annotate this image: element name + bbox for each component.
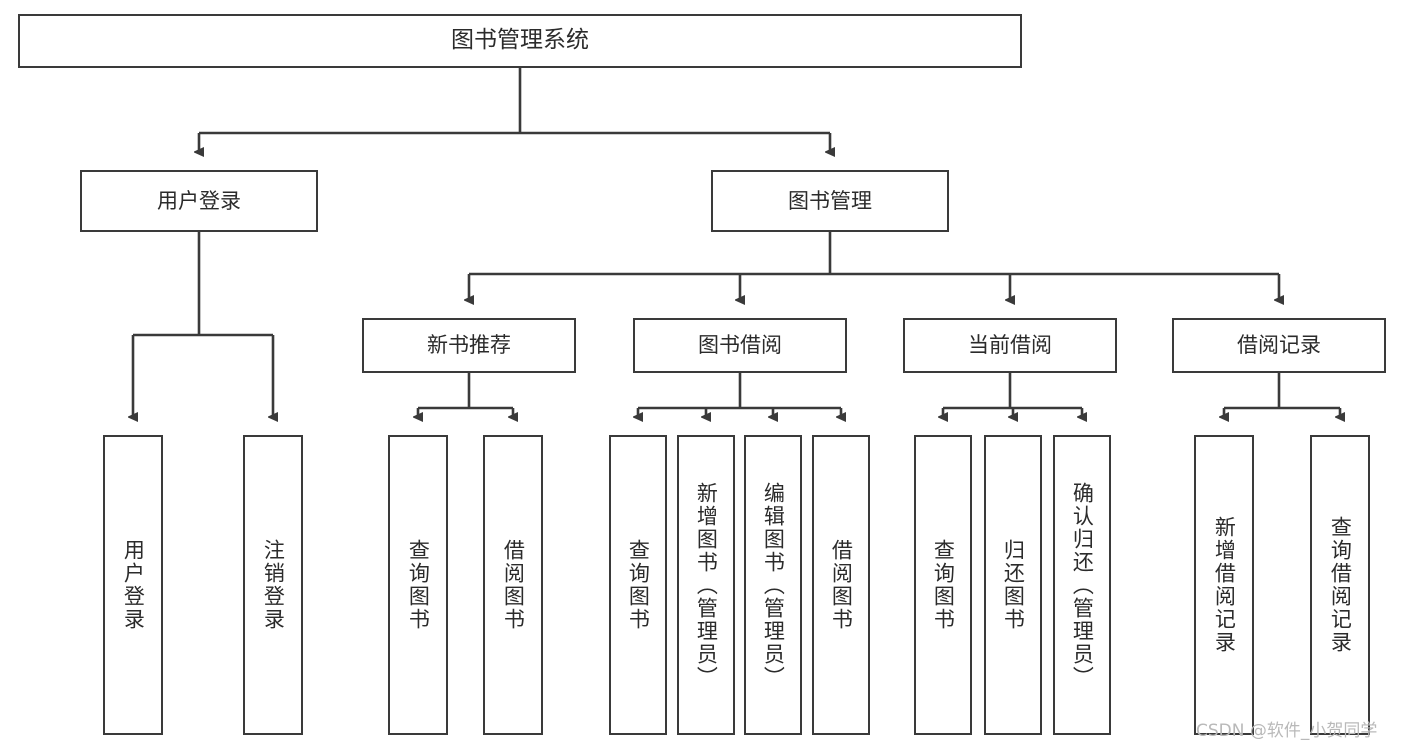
- node-book-borrow-label: 图书借阅: [698, 333, 782, 358]
- node-book-borrow[interactable]: 图书借阅: [633, 318, 847, 373]
- node-leaf-query-book-3-label: 查询图书: [931, 539, 956, 631]
- node-leaf-return-book[interactable]: 归还图书: [984, 435, 1042, 735]
- node-leaf-add-book-label: 新增图书（管理员）: [694, 481, 719, 689]
- node-leaf-return-book-label: 归还图书: [1001, 539, 1026, 631]
- node-leaf-query-book-1-label: 查询图书: [406, 539, 431, 631]
- node-user-login-label: 用户登录: [157, 188, 241, 213]
- node-leaf-borrow-book-1[interactable]: 借阅图书: [483, 435, 543, 735]
- node-leaf-query-book-3[interactable]: 查询图书: [914, 435, 972, 735]
- node-leaf-borrow-book-1-label: 借阅图书: [501, 539, 526, 631]
- node-leaf-query-book-2-label: 查询图书: [626, 539, 651, 631]
- node-book-manage-label: 图书管理: [788, 188, 872, 213]
- node-root-label: 图书管理系统: [451, 27, 589, 54]
- node-leaf-confirm-return[interactable]: 确认归还（管理员）: [1053, 435, 1111, 735]
- node-leaf-confirm-return-label: 确认归还（管理员）: [1070, 481, 1095, 689]
- node-leaf-query-record[interactable]: 查询借阅记录: [1310, 435, 1370, 735]
- node-user-login[interactable]: 用户登录: [80, 170, 318, 232]
- node-root[interactable]: 图书管理系统: [18, 14, 1022, 68]
- node-leaf-query-book-1[interactable]: 查询图书: [388, 435, 448, 735]
- node-leaf-add-record[interactable]: 新增借阅记录: [1194, 435, 1254, 735]
- node-leaf-user-login[interactable]: 用户登录: [103, 435, 163, 735]
- node-borrow-record[interactable]: 借阅记录: [1172, 318, 1386, 373]
- node-leaf-edit-book[interactable]: 编辑图书（管理员）: [744, 435, 802, 735]
- node-new-book-rec-label: 新书推荐: [427, 333, 511, 358]
- node-current-borrow-label: 当前借阅: [968, 333, 1052, 358]
- node-leaf-logout[interactable]: 注销登录: [243, 435, 303, 735]
- node-leaf-borrow-book-2-label: 借阅图书: [829, 539, 854, 631]
- node-leaf-add-book[interactable]: 新增图书（管理员）: [677, 435, 735, 735]
- node-leaf-query-book-2[interactable]: 查询图书: [609, 435, 667, 735]
- node-new-book-rec[interactable]: 新书推荐: [362, 318, 576, 373]
- node-leaf-add-record-label: 新增借阅记录: [1212, 516, 1237, 654]
- node-leaf-logout-label: 注销登录: [261, 539, 286, 631]
- node-book-manage[interactable]: 图书管理: [711, 170, 949, 232]
- node-current-borrow[interactable]: 当前借阅: [903, 318, 1117, 373]
- node-borrow-record-label: 借阅记录: [1237, 333, 1321, 358]
- node-leaf-query-record-label: 查询借阅记录: [1328, 516, 1353, 654]
- csdn-watermark: CSDN @软件_小贺同学: [1196, 721, 1378, 741]
- node-leaf-borrow-book-2[interactable]: 借阅图书: [812, 435, 870, 735]
- node-leaf-edit-book-label: 编辑图书（管理员）: [761, 481, 786, 689]
- node-leaf-user-login-label: 用户登录: [121, 539, 146, 631]
